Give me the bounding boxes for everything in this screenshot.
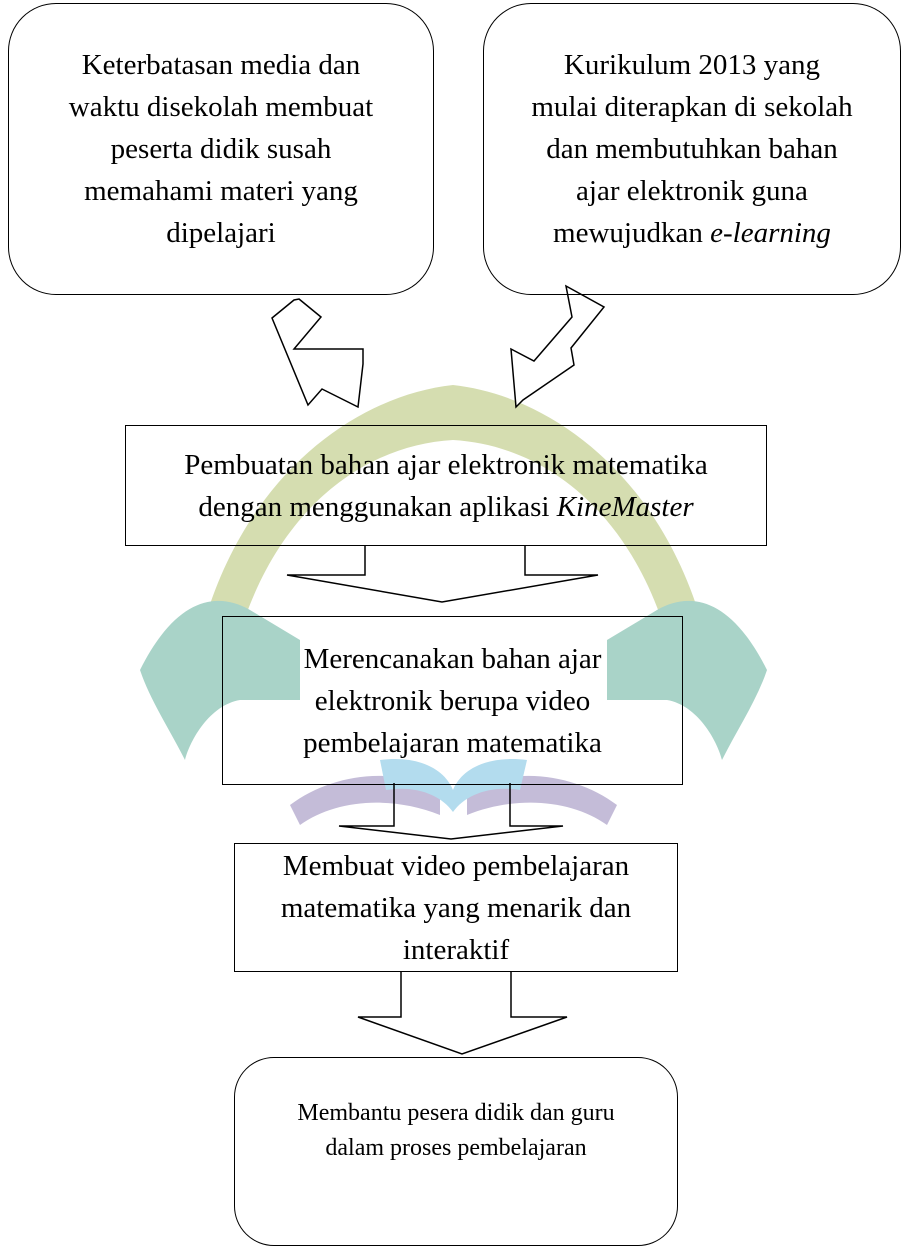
italic-term: e-learning	[710, 217, 831, 249]
line: elektronik berupa video	[314, 684, 591, 717]
line: dalam proses pembelajaran	[325, 1135, 587, 1161]
watermark-book-center	[380, 759, 527, 812]
line: ajar elektronik guna	[576, 175, 808, 207]
box-help-students-teachers: Membantu pesera didik dan guru dalam pro…	[234, 1057, 678, 1246]
box-curriculum-2013-text: Kurikulum 2013 yang mulai diterapkan di …	[531, 44, 852, 254]
box-make-video: Membuat video pembelajaran matematika ya…	[234, 843, 678, 972]
box-curriculum-2013: Kurikulum 2013 yang mulai diterapkan di …	[483, 3, 901, 295]
line-prefix: dengan menggunakan aplikasi	[198, 490, 557, 523]
line: peserta didik susah	[110, 133, 332, 165]
connector-step3-to-result	[357, 971, 568, 1055]
university-logo-watermark	[140, 385, 767, 825]
watermark-right-wing	[607, 600, 767, 760]
line: Merencanakan bahan ajar	[303, 642, 602, 675]
box-plan-material: Merencanakan bahan ajar elektronik berup…	[222, 616, 683, 785]
box-help-students-teachers-text: Membantu pesera didik dan guru dalam pro…	[297, 1096, 614, 1166]
line: dan membutuhkan bahan	[546, 133, 838, 165]
arrow-left-to-step1	[271, 298, 364, 409]
line: Membuat video pembelajaran	[282, 849, 630, 882]
line: Kurikulum 2013 yang	[563, 49, 821, 81]
watermark-left-wing	[140, 600, 300, 760]
box-media-limitation: Keterbatasan media dan waktu disekolah m…	[8, 3, 434, 295]
line: Membantu pesera didik dan guru	[297, 1100, 615, 1126]
line: pembelajaran matematika	[303, 726, 602, 759]
line: mewujudkan e-learning	[531, 212, 852, 254]
box-media-limitation-text: Keterbatasan media dan waktu disekolah m…	[69, 44, 373, 254]
connector-step2-to-step3	[338, 783, 564, 840]
line: interaktif	[402, 933, 510, 966]
line: waktu disekolah membuat	[68, 91, 374, 123]
line-prefix: mewujudkan	[553, 217, 711, 249]
line: mulai diterapkan di sekolah	[531, 91, 853, 123]
line: memahami materi yang	[84, 175, 358, 207]
arrow-right-to-step1	[510, 284, 606, 409]
italic-term: KineMaster	[556, 490, 694, 523]
line: matematika yang menarik dan	[280, 891, 632, 924]
line: Pembuatan bahan ajar elektronik matemati…	[184, 448, 708, 481]
box-create-kinemaster-text: Pembuatan bahan ajar elektronik matemati…	[184, 444, 707, 528]
watermark-arch	[205, 385, 701, 620]
box-create-kinemaster: Pembuatan bahan ajar elektronik matemati…	[125, 425, 767, 546]
box-make-video-text: Membuat video pembelajaran matematika ya…	[281, 845, 631, 971]
box-plan-material-text: Merencanakan bahan ajar elektronik berup…	[303, 638, 602, 764]
line: dengan menggunakan aplikasi KineMaster	[184, 486, 707, 528]
line: dipelajari	[166, 217, 276, 249]
line: Keterbatasan media dan	[81, 49, 361, 81]
connector-step1-to-step2	[286, 545, 599, 603]
